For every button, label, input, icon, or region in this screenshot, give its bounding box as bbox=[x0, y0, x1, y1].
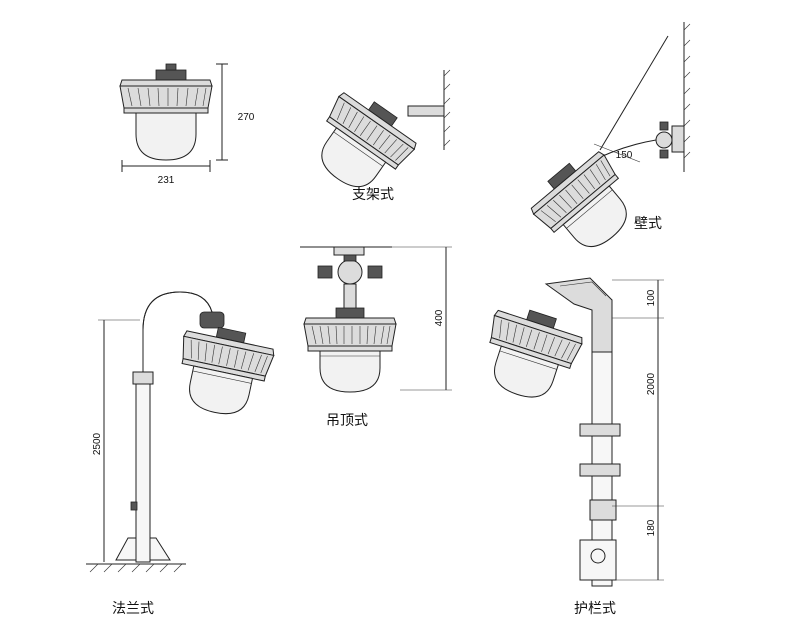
dim-wall-arm: 150 bbox=[616, 150, 633, 161]
dim-ceiling-height: 400 bbox=[434, 309, 445, 326]
caption-flange: 法兰式 bbox=[112, 601, 154, 617]
dim-guardrail-mid: 2000 bbox=[646, 372, 657, 395]
caption-bracket: 支架式 bbox=[352, 187, 394, 203]
standard-lamp-view: 231 270 bbox=[119, 63, 255, 186]
dim-guardrail-top: 100 bbox=[646, 289, 657, 306]
flange-lamp-view: 2500 bbox=[86, 291, 278, 573]
wall-lamp-view: 150 bbox=[522, 22, 691, 267]
guardrail-lamp-view: 100 2000 180 bbox=[472, 277, 664, 587]
caption-wall: 壁式 bbox=[634, 216, 662, 232]
dim-guardrail-bottom: 180 bbox=[646, 519, 657, 536]
ceiling-lamp-view: 400 bbox=[300, 246, 452, 393]
caption-ceiling: 吊顶式 bbox=[326, 413, 368, 429]
dim-flange-height: 2500 bbox=[92, 432, 103, 455]
dim-standard-height: 270 bbox=[238, 112, 255, 123]
bracket-lamp-view bbox=[299, 69, 451, 206]
dim-standard-width: 231 bbox=[158, 175, 175, 186]
caption-guardrail: 护栏式 bbox=[574, 601, 616, 617]
